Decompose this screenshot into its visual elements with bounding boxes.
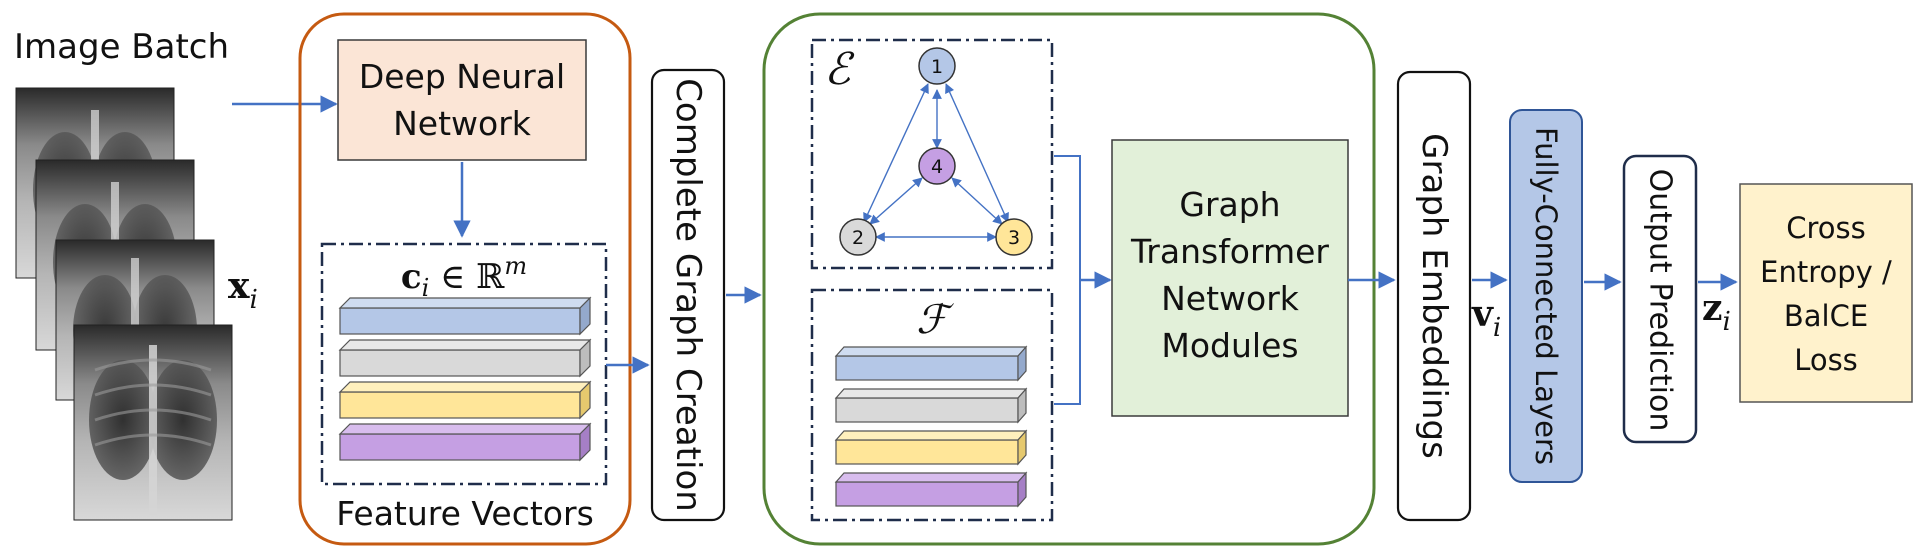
gtn-label-line4: Modules — [1161, 326, 1298, 365]
fully-connected-label: Fully-Connected Layers — [1529, 127, 1563, 465]
graph-embeddings-label: Graph Embeddings — [1414, 133, 1454, 459]
edge-set-symbol: ℰ — [824, 44, 855, 95]
node-2: 2 — [839, 218, 877, 256]
svg-text:2: 2 — [852, 227, 864, 249]
network-label-line2: Network — [393, 104, 532, 143]
feature-extractor-group — [298, 12, 632, 546]
node-feature-bar-blue — [834, 345, 1028, 382]
deep-neural-network-box — [337, 39, 587, 161]
feature-bars — [338, 296, 592, 462]
node-feature-bar-purple — [834, 471, 1028, 508]
node-feature-bar-gray — [834, 387, 1028, 424]
input-variable: xi — [228, 265, 258, 315]
feature-bar-purple — [338, 422, 592, 462]
feature-vectors-box — [320, 242, 608, 486]
graph-creation-box — [650, 68, 726, 522]
gtn-label-line3: Network — [1161, 279, 1300, 318]
output-prediction-box — [1622, 154, 1698, 444]
graph-edges — [863, 83, 1009, 242]
feature-bar-gray — [338, 338, 592, 378]
loss-label-line3: BalCE — [1784, 299, 1868, 333]
graph-bracket-connector — [1054, 155, 1081, 405]
graph-embeddings-box — [1396, 70, 1472, 522]
graph-creation-label: Complete Graph Creation — [668, 78, 708, 512]
node-1: 1 — [918, 47, 956, 85]
graph-nodes: 1 2 3 4 — [839, 47, 1033, 256]
graph-transformer-box — [1111, 139, 1349, 417]
node-3: 3 — [995, 218, 1033, 256]
network-label-line1: Deep Neural — [359, 57, 565, 96]
gtn-label-line1: Graph — [1179, 185, 1280, 224]
image-batch-title: Image Batch — [14, 27, 229, 67]
feature-vectors-caption: Feature Vectors — [336, 494, 594, 533]
edge-4-3 — [951, 177, 1003, 225]
feature-formula: ci ∈ ℝm — [401, 252, 527, 302]
output-variable: zi — [1702, 287, 1731, 337]
loss-label-line4: Loss — [1794, 343, 1858, 377]
edge-4-2 — [869, 177, 923, 225]
svg-text:3: 3 — [1008, 227, 1020, 249]
node-feature-bars — [834, 345, 1028, 508]
fully-connected-box — [1509, 109, 1583, 483]
loss-label-line2: Entropy / — [1760, 255, 1892, 289]
loss-box — [1739, 183, 1913, 403]
svg-text:4: 4 — [931, 156, 943, 178]
node-feature-set-symbol: ℱ — [916, 297, 954, 343]
xray-image-4 — [73, 324, 233, 521]
node-feature-set-box — [810, 288, 1054, 522]
node-4: 4 — [918, 147, 956, 185]
edge-set-box — [810, 38, 1054, 270]
svg-text:1: 1 — [931, 56, 943, 78]
output-prediction-label: Output Prediction — [1643, 169, 1678, 432]
embedding-variable: vi — [1471, 293, 1501, 343]
xray-stack — [15, 87, 233, 521]
loss-label-line1: Cross — [1786, 211, 1866, 245]
feature-bar-yellow — [338, 380, 592, 420]
feature-bar-blue — [338, 296, 592, 336]
gtn-label-line2: Transformer — [1130, 232, 1329, 271]
node-feature-bar-yellow — [834, 429, 1028, 466]
